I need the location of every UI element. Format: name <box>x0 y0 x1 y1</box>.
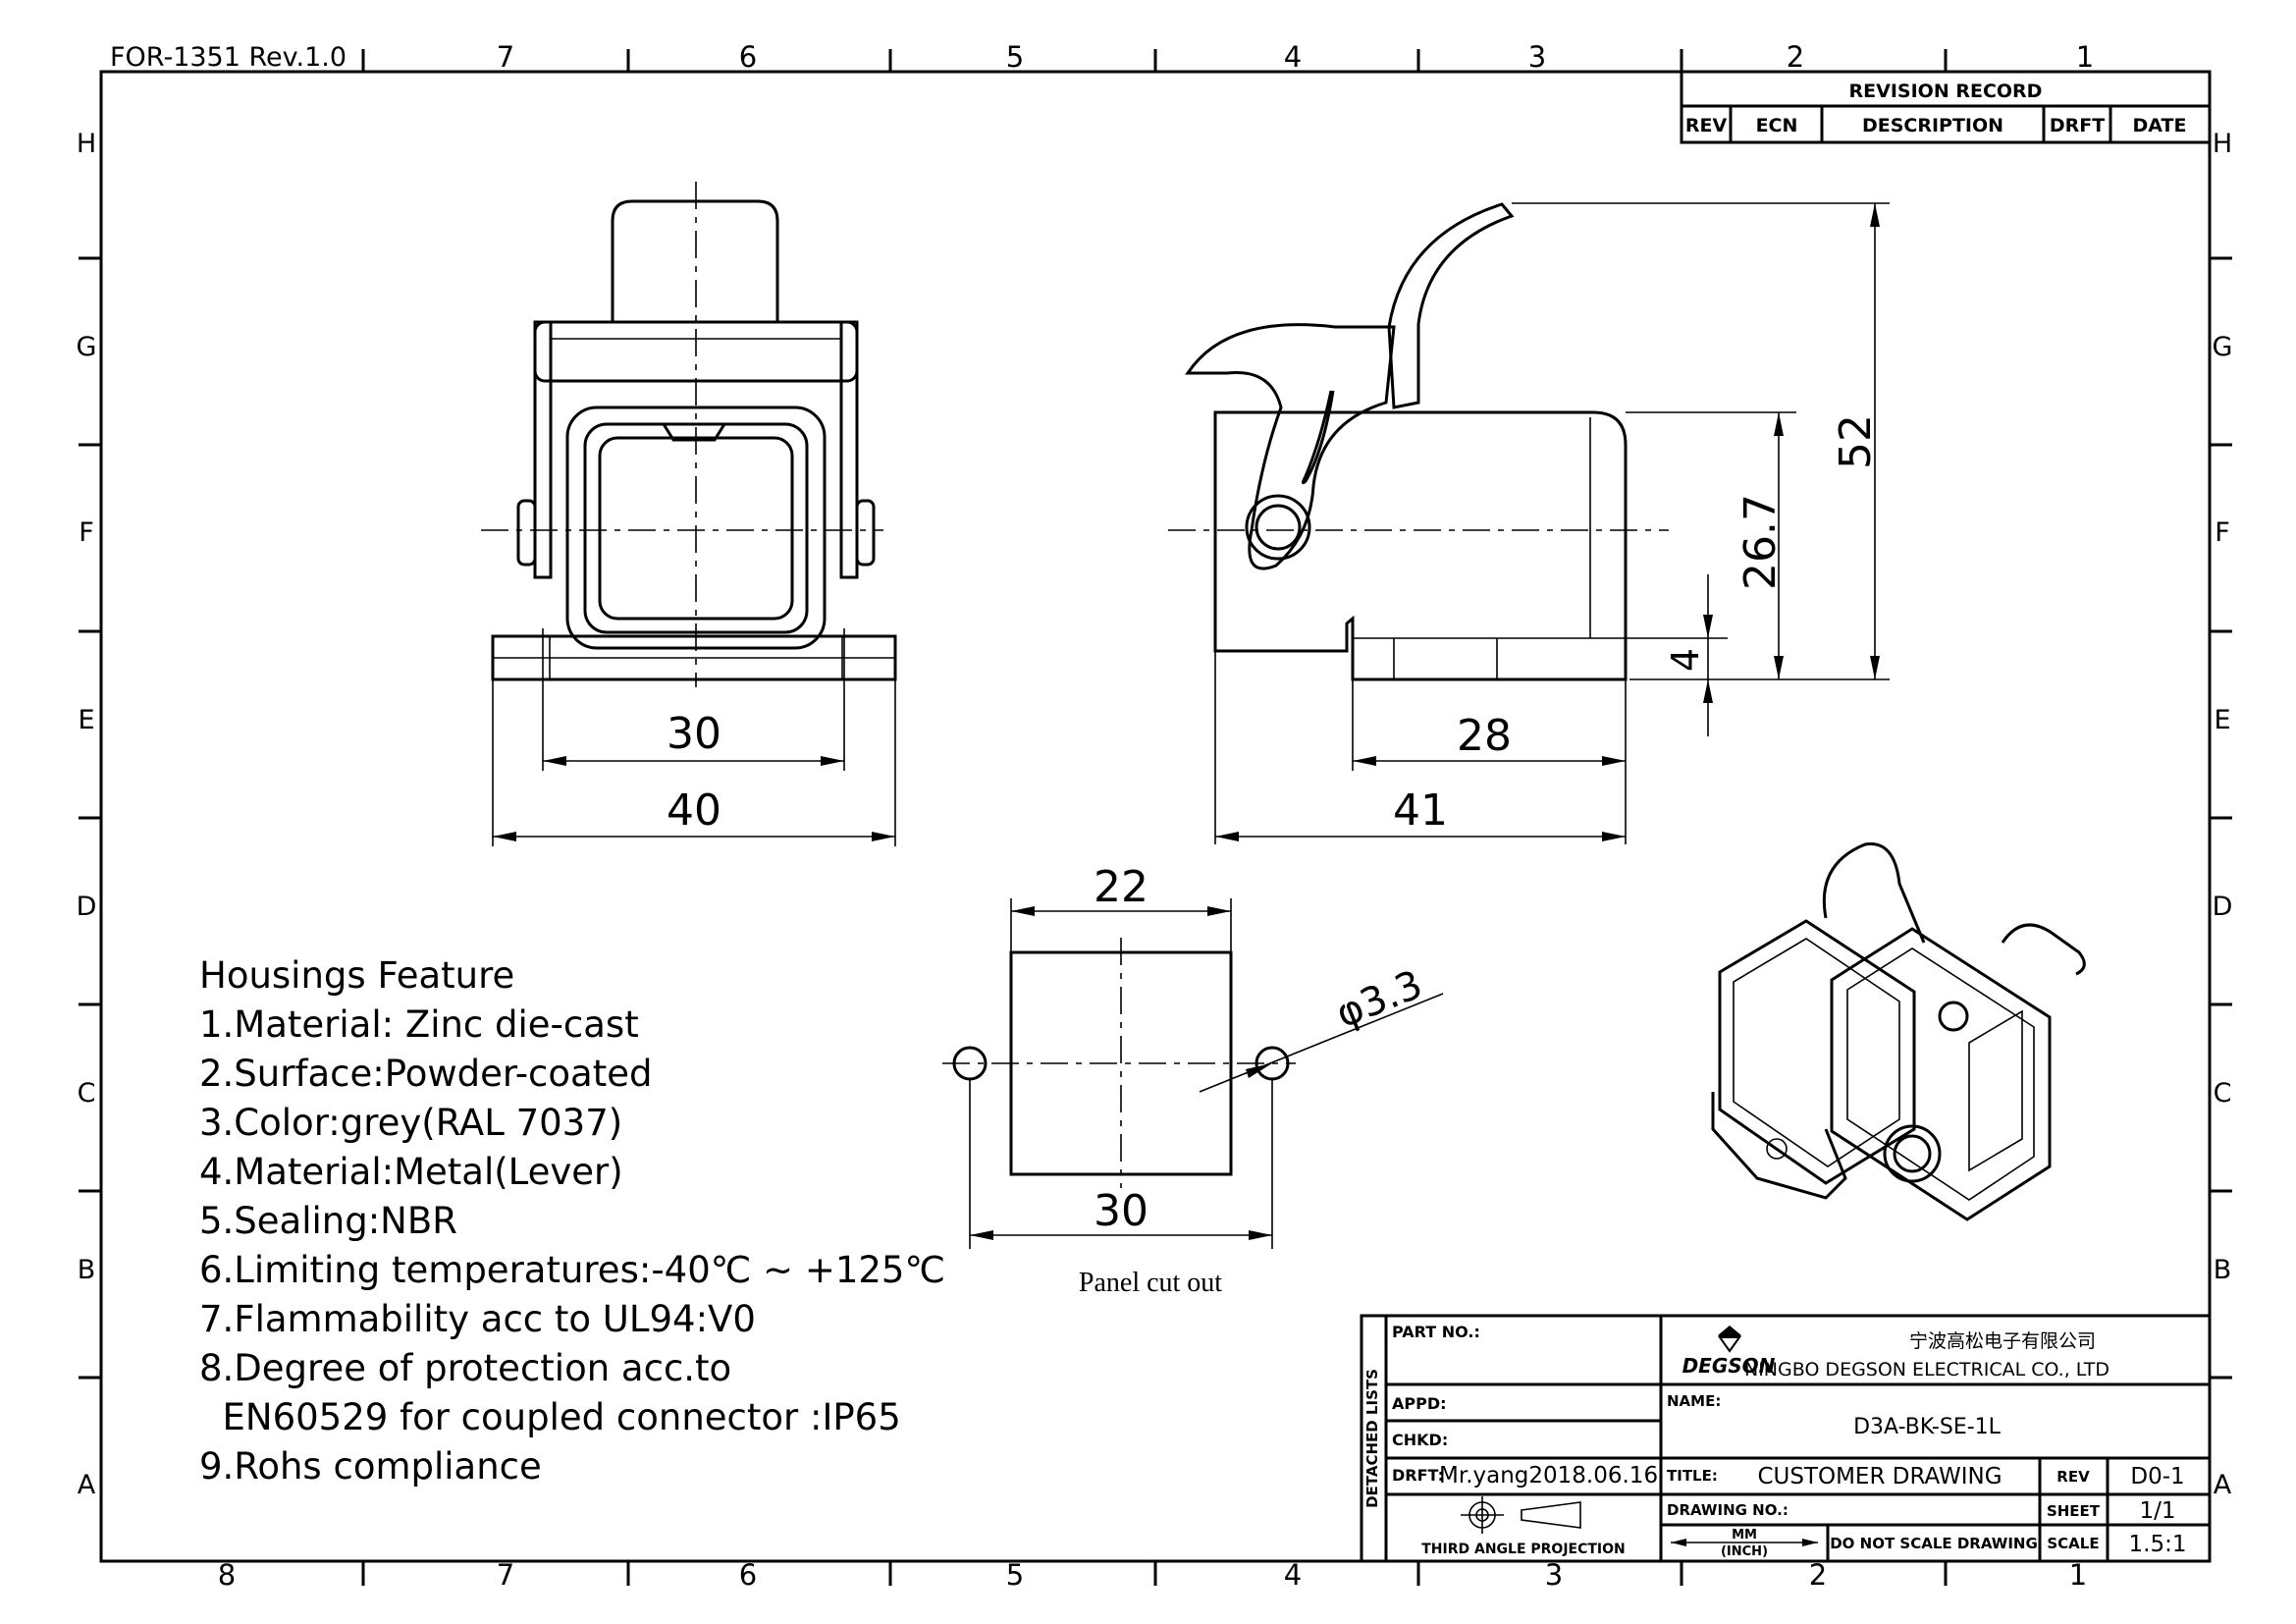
name-label: NAME: <box>1667 1392 1721 1410</box>
feature-item: 1.Material: Zinc die-cast <box>199 1003 639 1046</box>
row-label-left: G <box>77 332 97 362</box>
dim-front-width-outer: 40 <box>667 785 721 836</box>
row-label-left: B <box>78 1255 96 1285</box>
detached-lists-label: DETACHED LISTS <box>1363 1369 1381 1508</box>
col-label-top: 1 <box>2076 40 2094 74</box>
degson-logo: DEGSON <box>1682 1326 1776 1378</box>
brand-name: DEGSON <box>1682 1354 1776 1378</box>
dim-side-length-inner: 28 <box>1457 711 1512 761</box>
col-label-bottom: 5 <box>1006 1558 1024 1592</box>
dim-side-height-total: 52 <box>1831 414 1881 469</box>
dim-cutout-bottom: 30 <box>1094 1186 1148 1236</box>
scale-label: SCALE <box>2047 1535 2099 1552</box>
title-label: TITLE: <box>1667 1467 1718 1485</box>
col-label-top: 3 <box>1528 40 1546 74</box>
name-value: D3A-BK-SE-1L <box>1853 1415 2002 1439</box>
chkd-label: CHKD: <box>1392 1431 1448 1449</box>
col-label-top: 6 <box>739 40 757 74</box>
company-name-cn: 宁波高松电子有限公司 <box>1909 1330 2096 1352</box>
feature-item: 7.Flammability acc to UL94:V0 <box>199 1298 756 1340</box>
col-label-bottom: 4 <box>1284 1558 1302 1592</box>
row-label-left: H <box>77 129 96 159</box>
projection-label: THIRD ANGLE PROJECTION <box>1421 1542 1626 1557</box>
units-arrow-icon <box>1671 1539 1818 1546</box>
drft-value: Mr.yang2018.06.16 <box>1439 1463 1658 1489</box>
units-inch: (INCH) <box>1721 1544 1768 1559</box>
no-scale-note: DO NOT SCALE DRAWING <box>1830 1535 2038 1552</box>
row-label-left: E <box>78 705 94 735</box>
part-no-label: PART NO.: <box>1392 1323 1480 1341</box>
row-label-left: A <box>78 1470 96 1500</box>
dim-cutout-top: 22 <box>1094 862 1148 912</box>
revision-col-drft: DRFT <box>2050 115 2105 136</box>
row-label-right: C <box>2214 1078 2232 1109</box>
dim-side-base: 4 <box>1664 648 1707 672</box>
col-label-bottom: 7 <box>497 1558 514 1592</box>
dim-front-width-inner: 30 <box>667 709 721 759</box>
row-label-right: D <box>2213 892 2233 922</box>
row-label-right: B <box>2214 1255 2232 1285</box>
row-label-right: E <box>2214 705 2230 735</box>
revision-col-date: DATE <box>2133 115 2187 136</box>
revision-record-table: REVISION RECORD REV ECN DESCRIPTION DRFT… <box>1680 70 2212 144</box>
col-label-bottom: 2 <box>1809 1558 1827 1592</box>
title-value: CUSTOMER DRAWING <box>1757 1464 2002 1489</box>
rev-label: REV <box>2056 1468 2090 1486</box>
row-label-right: H <box>2213 129 2232 159</box>
dim-side-length-outer: 41 <box>1393 785 1448 836</box>
scale-value: 1.5:1 <box>2129 1532 2187 1557</box>
dim-cutout-hole: φ3.3 <box>1330 962 1429 1037</box>
revision-col-rev: REV <box>1685 115 1728 136</box>
drawing-no-label: DRAWING NO.: <box>1667 1501 1789 1519</box>
drft-label: DRFT: <box>1392 1466 1444 1485</box>
rev-value: D0-1 <box>2130 1464 2184 1489</box>
sheet-value: 1/1 <box>2139 1498 2175 1524</box>
front-view-dimensions: 30 40 <box>492 628 896 846</box>
side-view-dimensions: 28 41 52 26.7 4 <box>1214 202 1890 844</box>
feature-item: 6.Limiting temperatures:-40℃ ~ +125℃ <box>199 1249 945 1291</box>
col-label-bottom: 3 <box>1545 1558 1563 1592</box>
col-label-top: 2 <box>1787 40 1804 74</box>
feature-item: 9.Rohs compliance <box>199 1445 542 1488</box>
title-block: DETACHED LISTS PART NO.: APPD: CHKD: DRF… <box>1360 1314 2212 1563</box>
panel-cutout-label: Panel cut out <box>1079 1268 1222 1298</box>
sheet-label: SHEET <box>2047 1502 2101 1520</box>
feature-item: 4.Material:Metal(Lever) <box>199 1151 623 1193</box>
company-name-en: NINGBO DEGSON ELECTRICAL CO., LTD <box>1744 1359 2109 1380</box>
third-angle-projection-icon <box>1461 1496 1581 1534</box>
col-label-top: 7 <box>497 40 514 74</box>
col-label-bottom: 8 <box>218 1558 236 1592</box>
col-label-top: 5 <box>1006 40 1024 74</box>
row-label-left: D <box>77 892 97 922</box>
row-label-right: A <box>2214 1470 2232 1500</box>
appd-label: APPD: <box>1392 1394 1447 1413</box>
grid-ticks <box>79 49 2232 1586</box>
isometric-view <box>1711 842 2086 1221</box>
row-label-right: F <box>2215 517 2230 548</box>
feature-item: 2.Surface:Powder-coated <box>199 1053 652 1095</box>
row-label-left: C <box>78 1078 96 1109</box>
row-label-left: F <box>79 517 94 548</box>
form-code: FOR-1351 Rev.1.0 <box>110 42 347 73</box>
revision-record-title: REVISION RECORD <box>1849 81 2043 102</box>
revision-col-ecn: ECN <box>1756 115 1798 136</box>
front-view <box>481 182 897 687</box>
feature-item: 3.Color:grey(RAL 7037) <box>199 1102 622 1144</box>
panel-cutout: 22 30 φ3.3 Panel cut out <box>942 862 1444 1298</box>
side-view <box>1168 202 1669 681</box>
feature-item: EN60529 for coupled connector :IP65 <box>199 1396 901 1438</box>
revision-col-description: DESCRIPTION <box>1862 115 2003 136</box>
col-label-top: 4 <box>1284 40 1302 74</box>
housings-feature-list: Housings Feature 1.Material: Zinc die-ca… <box>199 954 945 1488</box>
feature-heading: Housings Feature <box>199 954 514 997</box>
dim-side-height-body: 26.7 <box>1735 494 1786 590</box>
feature-item: 8.Degree of protection acc.to <box>199 1347 731 1389</box>
col-label-bottom: 1 <box>2069 1558 2087 1592</box>
col-label-bottom: 6 <box>739 1558 757 1592</box>
feature-item: 5.Sealing:NBR <box>199 1200 457 1242</box>
units-mm: MM <box>1732 1528 1757 1543</box>
row-label-right: G <box>2213 332 2233 362</box>
